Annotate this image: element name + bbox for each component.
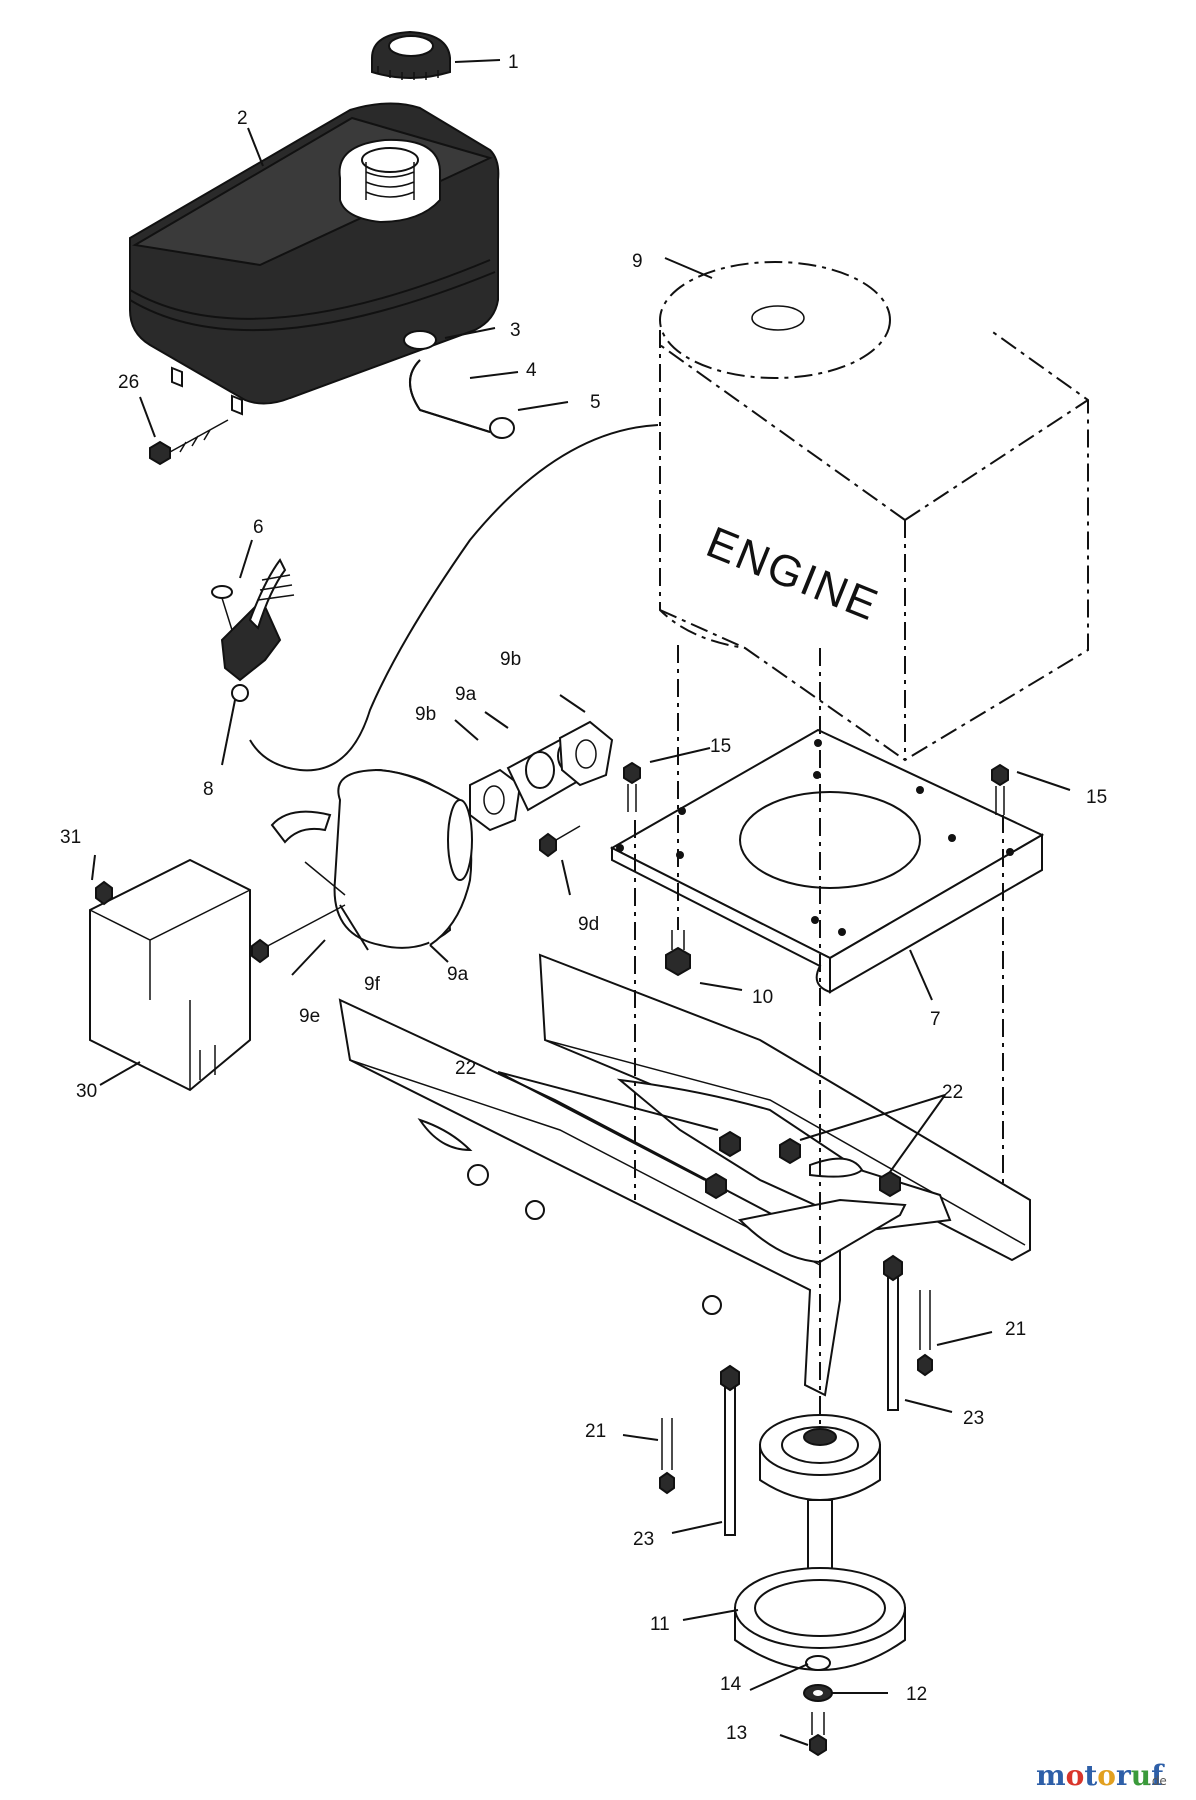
callout-9b-right: 9b (500, 649, 521, 670)
nut-22-b (779, 1137, 801, 1165)
bolt-10 (665, 930, 691, 977)
svg-text:motoruf: motoruf (1036, 1759, 1165, 1792)
callouts: 1 2 3 4 5 26 6 8 9 9b 9a 9b 15 15 31 9d … (60, 52, 1107, 1744)
nut-9d (539, 825, 581, 858)
callout-13: 13 (726, 1723, 747, 1744)
callout-11: 11 (650, 1614, 670, 1635)
callout-23-right: 23 (963, 1408, 984, 1429)
engine-mount-plate (609, 728, 1045, 994)
bolt-15-right (991, 763, 1009, 815)
callout-30: 30 (76, 1081, 97, 1102)
callout-1: 1 (508, 52, 519, 73)
nut-22-a (719, 1130, 741, 1158)
callout-14: 14 (720, 1674, 742, 1695)
callout-9a-bottom: 9a (447, 964, 469, 985)
callout-10: 10 (752, 987, 773, 1008)
callout-9a-top: 9a (455, 684, 477, 705)
callout-2: 2 (237, 108, 248, 129)
callout-9d: 9d (578, 914, 599, 935)
gasket-9b-left (469, 768, 522, 832)
muffler (251, 768, 473, 964)
engine-label: ENGINE (700, 518, 886, 631)
callout-4: 4 (526, 360, 537, 381)
callout-9e: 9e (299, 1006, 320, 1027)
muffler-shield (89, 858, 251, 1092)
callout-8: 8 (203, 779, 214, 800)
bolt-21-right (917, 1290, 933, 1377)
spacer-23-right (883, 1254, 903, 1411)
centerlines (634, 645, 1004, 1430)
bolt-21-left (659, 1418, 675, 1495)
fuel-tank (129, 102, 500, 416)
callout-9f: 9f (364, 974, 381, 995)
spacer-23-left (720, 1364, 740, 1536)
engine: ENGINE (659, 261, 1089, 762)
washer-14 (805, 1655, 831, 1671)
callout-21-right: 21 (1005, 1319, 1026, 1340)
watermark: motoruf motoruf .de (1036, 1759, 1167, 1792)
callout-3: 3 (510, 320, 521, 341)
callout-7: 7 (930, 1009, 941, 1030)
bolt-15-left (623, 761, 641, 812)
callout-15-right: 15 (1086, 787, 1107, 808)
callout-5: 5 (590, 392, 601, 413)
pulley-lower (734, 1567, 906, 1671)
leader-lines (91, 59, 1071, 1746)
callout-23-left: 23 (633, 1529, 654, 1550)
throttle-control (211, 424, 659, 772)
nut-22-c (705, 1172, 727, 1200)
callout-6: 6 (253, 517, 264, 538)
callout-21-left: 21 (585, 1421, 606, 1442)
fuel-cap (371, 30, 451, 80)
gasket-9b-right (558, 720, 614, 787)
screw-26 (149, 419, 229, 466)
callout-15-left: 15 (710, 736, 731, 757)
nut-22-d (879, 1170, 901, 1198)
callout-9b-left: 9b (415, 704, 436, 725)
bolt-13 (809, 1712, 827, 1757)
callout-26: 26 (118, 372, 139, 393)
callout-9: 9 (632, 251, 643, 272)
pulley-upper (759, 1414, 881, 1501)
fuel-line (403, 330, 515, 439)
callout-31: 31 (60, 827, 81, 848)
callout-12: 12 (906, 1684, 927, 1705)
watermark-suffix: .de (1148, 1774, 1167, 1788)
washer-12 (803, 1684, 833, 1702)
callout-22-right: 22 (942, 1082, 963, 1103)
callout-22-left: 22 (455, 1058, 476, 1079)
